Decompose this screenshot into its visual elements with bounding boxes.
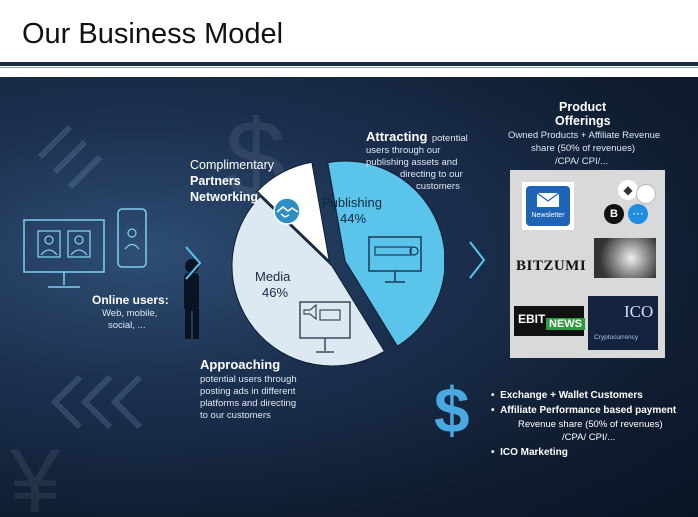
approaching-line-4: to our customers (200, 410, 271, 421)
bullet-2-sub-2: /CPA/ CPI/... (562, 432, 616, 443)
ico-text: ICO (624, 302, 654, 321)
ethereum-icon: ◆ (618, 180, 638, 200)
approaching-line-2: posting ads in different (200, 386, 296, 397)
megaphone-icon (303, 303, 317, 321)
bullet-1-text: Exchange + Wallet Customers (500, 390, 643, 401)
bullet-2: • Affiliate Performance based payment (491, 405, 677, 416)
yen-watermark-icon: ¥ (9, 432, 61, 517)
media-label: Media (255, 269, 291, 284)
media-value: 46% (262, 285, 289, 300)
attracting-line-2: users through our (366, 145, 441, 156)
product-heading-2: Offerings (555, 114, 611, 128)
product-sub-3: /CPA/ CPI/... (555, 156, 609, 167)
product-sub-2: share (50% of revenues) (531, 143, 636, 154)
browser-search-icon (368, 236, 422, 283)
newsletter-text: Newsletter (531, 212, 565, 219)
attracting-rest: potential (431, 133, 468, 144)
person-silhouette-icon (184, 259, 199, 339)
pie-slice-publishing (327, 160, 444, 347)
online-users-heading: Online users: (92, 293, 169, 307)
slide-title: Our Business Model (22, 18, 284, 50)
publishing-label: Publishing (322, 195, 382, 210)
approaching-line-1: potential users through (200, 374, 297, 385)
product-sub-1: Owned Products + Affiliate Revenue (508, 130, 661, 141)
bitcoin-icon: B (604, 204, 624, 224)
ico-logo: ICO Cryptocurrency (588, 296, 658, 350)
attracting-line-4: directing to our (400, 169, 463, 180)
news-text: NEWS (546, 318, 585, 330)
complimentary-line-2: Partners (190, 174, 241, 188)
attracting-line-5: customers (416, 181, 460, 192)
complimentary-line-3: Networking (190, 190, 259, 204)
product-heading-1: Product (559, 100, 607, 114)
bullet-2-text: Affiliate Performance based payment (500, 405, 677, 416)
title-rule (0, 62, 698, 66)
bullet-3-text: ICO Marketing (500, 447, 568, 458)
title-rule-thin (0, 67, 698, 68)
approaching-heading: Approaching (200, 357, 281, 372)
newsletter-logo: Newsletter (522, 182, 574, 230)
online-users-detail-1: Web, mobile, (102, 308, 158, 319)
chevron-pattern-icon (50, 374, 143, 430)
crypto-coins-logo: ◆ B ⋯ (600, 180, 656, 236)
attracting-line-3: publishing assets and (366, 157, 458, 168)
approaching-line-3: platforms and directing (200, 398, 297, 409)
product-logos-panel: Newsletter ◆ B ⋯ BITZUMI EBIT NEWS ICO C… (510, 170, 665, 358)
handshake-icon (273, 197, 301, 225)
ebit-news-logo: EBIT NEWS (514, 306, 585, 336)
network-icon: ⋯ (628, 204, 648, 224)
bitzumi-logo: BITZUMI (516, 258, 587, 274)
pie-slice-media (231, 195, 386, 367)
bullet-2-sub-1: Revenue share (50% of revenues) (518, 419, 663, 430)
complimentary-line-1: Complimentary (190, 158, 275, 172)
ebit-text: EBIT (518, 312, 546, 326)
bullet-1: • Exchange + Wallet Customers (491, 390, 643, 401)
background-decoration: $ ¥ (9, 98, 486, 517)
arrow-pattern-icon (37, 124, 103, 190)
ico-sub-text: Cryptocurrency (594, 334, 639, 341)
publishing-value: 44% (340, 211, 367, 226)
vault-image (594, 238, 656, 278)
billboard-icon (299, 301, 351, 353)
bullet-3: • ICO Marketing (491, 447, 568, 458)
chevron-right-icon (185, 246, 202, 280)
dollar-sign-icon: $ (434, 374, 470, 446)
attracting-line-1: Attracting potential (366, 128, 468, 146)
attracting-bold: Attracting (366, 129, 428, 144)
devices-icon (23, 208, 147, 288)
online-users-detail-2: social, ... (108, 320, 146, 331)
chevron-right-icon (469, 241, 486, 279)
envelope-icon (536, 192, 560, 207)
monitor-icon (23, 219, 105, 273)
phone-icon (117, 208, 147, 268)
